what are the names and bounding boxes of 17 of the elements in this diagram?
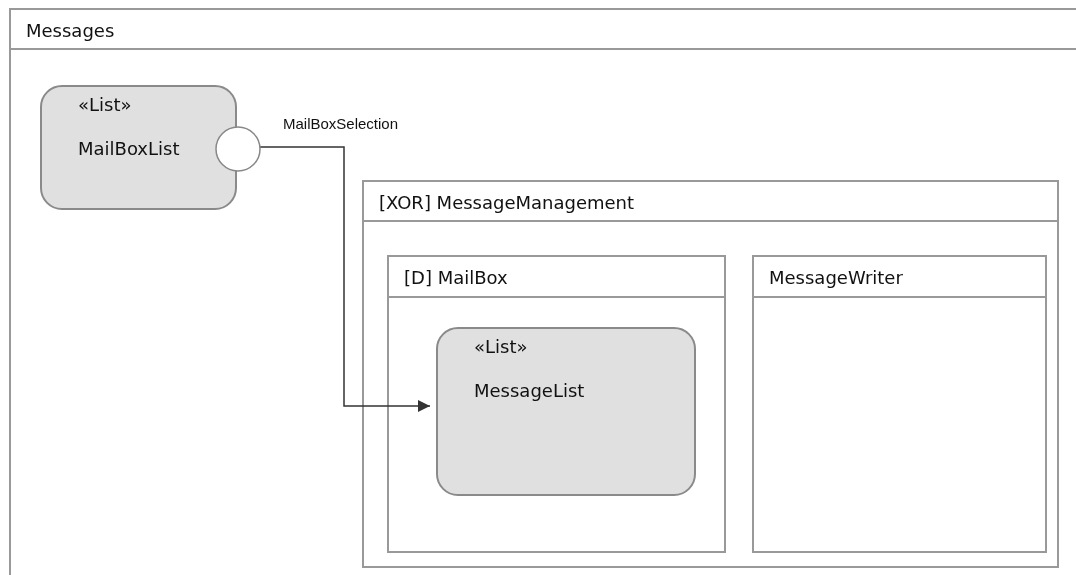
container-frame — [387, 255, 726, 553]
frame-title: [XOR] MessageManagement — [379, 191, 635, 215]
frame-title: MessageWriter — [769, 266, 903, 290]
component-name: MailBoxList — [78, 137, 180, 161]
container-frame — [9, 8, 1076, 575]
edge-label: MailBoxSelection — [283, 114, 399, 134]
container-frame — [752, 255, 1047, 553]
stereotype-label: «List» — [474, 335, 528, 359]
port-circle — [215, 126, 261, 172]
container-frame — [362, 180, 1059, 568]
component-box — [40, 85, 237, 210]
component-box — [436, 327, 696, 496]
stereotype-label: «List» — [78, 93, 132, 117]
frame-title: [D] MailBox — [404, 266, 508, 290]
connector-arrow — [258, 146, 431, 412]
frame-title: Messages — [26, 19, 115, 43]
component-name: MessageList — [474, 379, 585, 403]
